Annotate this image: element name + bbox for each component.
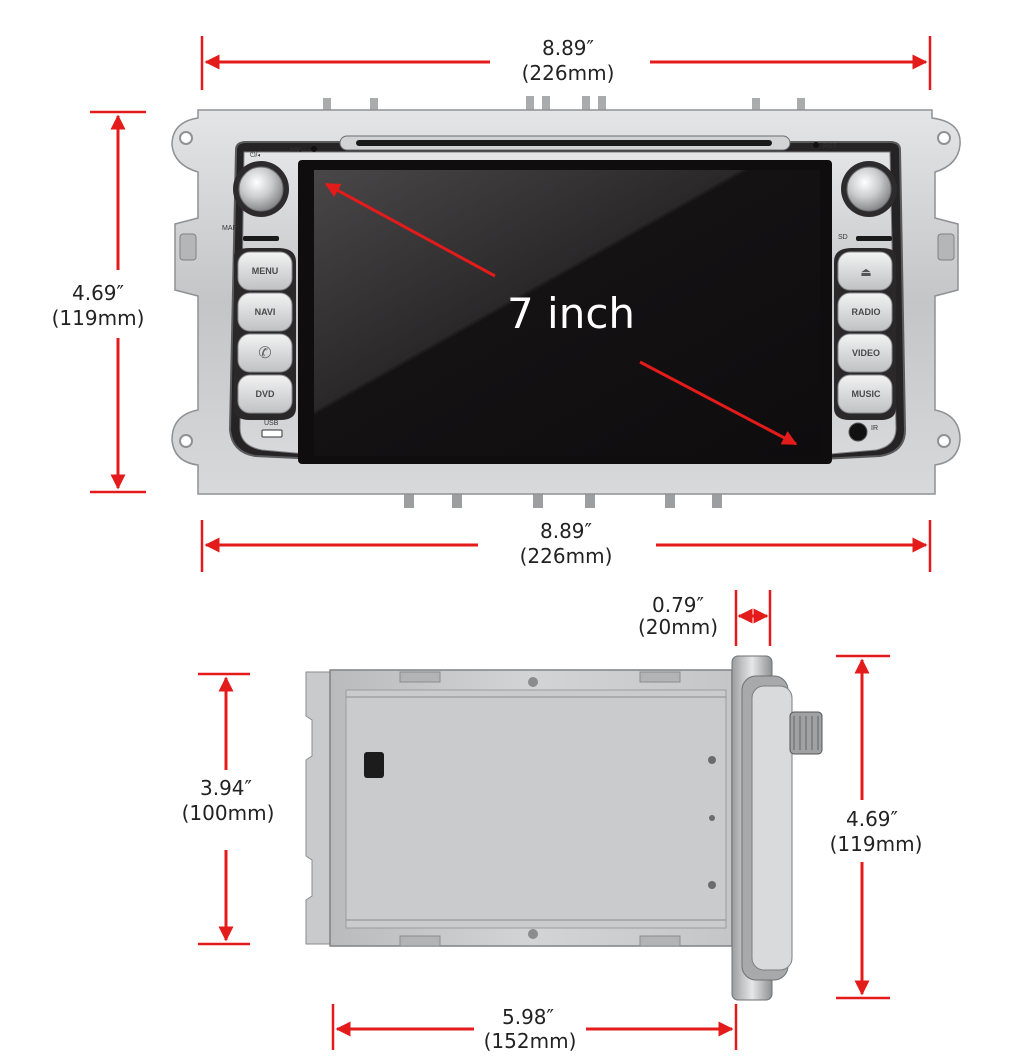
svg-text:4.69″: 4.69″ [72,281,124,305]
bezel-depth-dimension: 0.79″ (20mm) [638,590,772,646]
display-screen [314,170,820,456]
mount-holes [179,131,951,448]
eject-button[interactable] [837,251,893,291]
svg-text:8.89″: 8.89″ [542,36,594,60]
volume-knob[interactable] [238,166,284,212]
rst-label: RST [823,143,838,150]
side-view: 0.79″ (20mm) 3.94″ (100mm) 4.69″ (119mm)… [182,590,923,1053]
sd-card-slot [856,236,892,241]
svg-text:3.94″: 3.94″ [200,776,252,800]
depth-dimension: 5.98″ (152mm) [331,1004,738,1053]
svg-text:MENU: MENU [252,266,279,276]
tune-knob[interactable] [846,166,892,212]
svg-text:0.79″: 0.79″ [652,593,704,617]
sd-label: SD [838,234,848,241]
svg-text:5.98″: 5.98″ [502,1005,554,1029]
left-button-group: MENU NAVI ✆ DVD [237,251,293,414]
map-label: MAP [222,225,238,232]
top-clips [323,96,805,112]
front-width-top-dimension: 8.89″ (226mm) [200,36,932,90]
video-button[interactable] [837,333,893,373]
svg-text:NAVI: NAVI [255,307,276,317]
menu-button[interactable] [237,251,293,291]
usb-port [261,429,283,438]
front-height-dimension: 4.69″ (119mm) [52,110,146,494]
navi-button[interactable] [237,292,293,332]
svg-text:RADIO: RADIO [852,307,881,317]
dvd-button[interactable] [237,374,293,414]
svg-text:VIDEO: VIDEO [852,348,880,358]
ir-sensor [848,422,868,442]
diagonal-arrow-upper [324,182,496,278]
svg-text:MUSIC: MUSIC [852,389,882,399]
svg-text:(152mm): (152mm) [484,1029,577,1053]
svg-text:(100mm): (100mm) [182,801,275,825]
music-button[interactable] [837,374,893,414]
usb-label: USB [264,420,279,427]
diagonal-arrow-lower [639,360,798,446]
svg-text:(226mm): (226mm) [520,544,613,568]
svg-text:⏻/◂: ⏻/◂ [250,151,260,159]
chassis-slot [364,752,384,778]
radio-button[interactable] [837,292,893,332]
phone-icon: ✆ [258,343,271,362]
svg-text:(119mm): (119mm) [830,832,923,856]
front-view: MIC RST ⏻/◂ MAP SD MENU NAVI ✆ DVD USB [52,36,961,572]
svg-text:(226mm): (226mm) [522,61,615,85]
svg-text:4.69″: 4.69″ [846,807,898,831]
body-height-dimension: 3.94″ (100mm) [182,672,275,946]
phone-button[interactable] [237,333,293,373]
mic-label: MIC [290,147,303,154]
svg-text:(20mm): (20mm) [638,615,718,639]
svg-text:DVD: DVD [255,389,275,399]
svg-text:(119mm): (119mm) [52,306,145,330]
front-width-bottom-dimension: 8.89″ (226mm) [200,519,932,572]
right-button-group: ⏏ RADIO VIDEO MUSIC [837,251,893,414]
ir-label: IR [871,425,878,432]
map-card-slot [243,236,279,241]
bottom-clips [404,494,722,508]
svg-text:8.89″: 8.89″ [540,519,592,543]
eject-icon: ⏏ [860,265,871,279]
panel-height-dimension: 4.69″ (119mm) [830,654,923,1000]
screen-size-label: 7 inch [507,289,635,338]
